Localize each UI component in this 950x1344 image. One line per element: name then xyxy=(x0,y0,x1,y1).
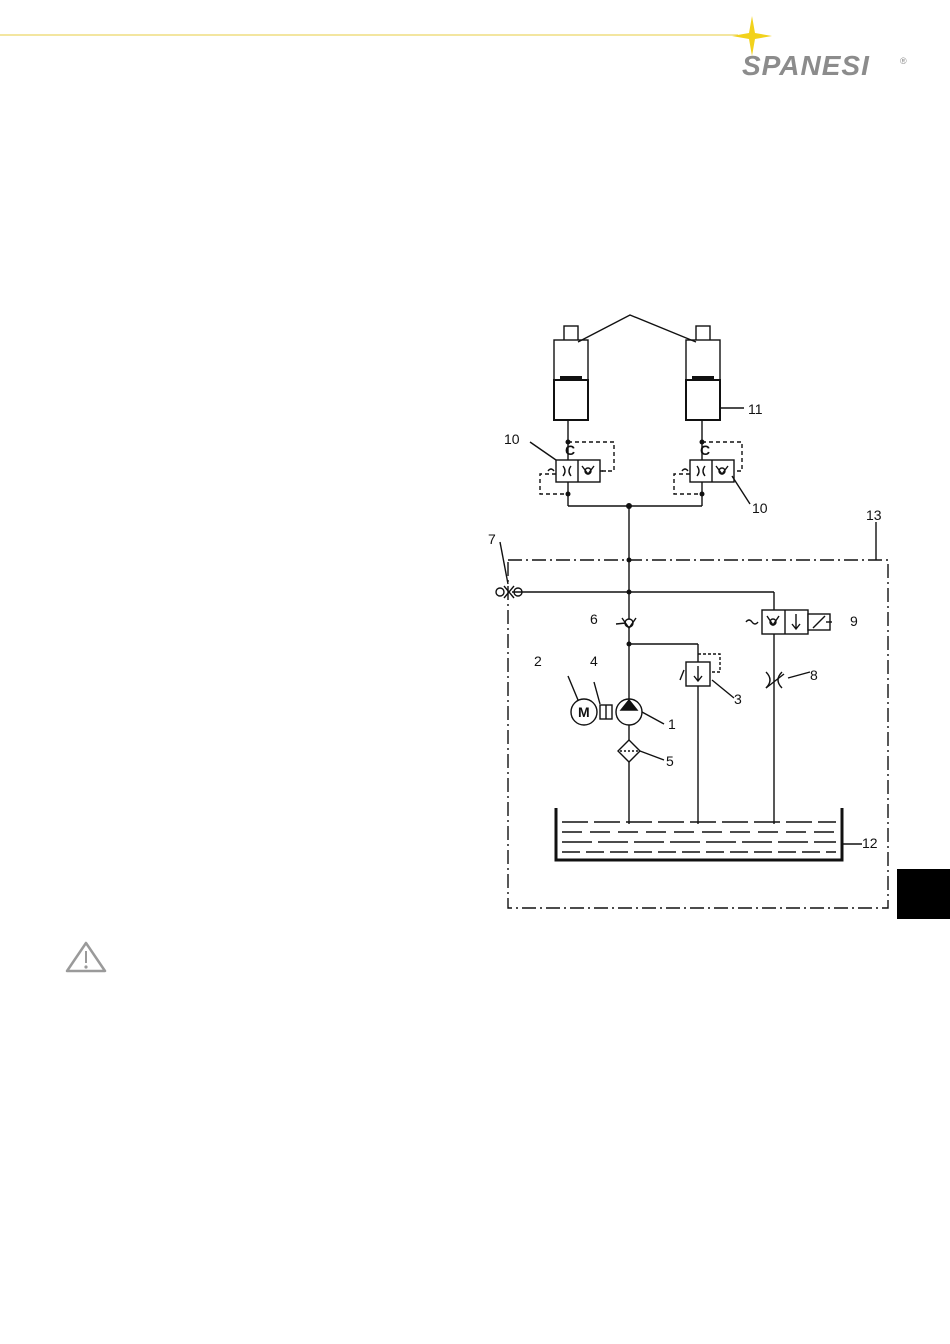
solenoid-valve xyxy=(746,610,830,634)
header-rule xyxy=(0,34,738,36)
component-label: 8 xyxy=(810,667,818,683)
component-label: 5 xyxy=(666,753,674,769)
warning-triangle-icon xyxy=(64,940,108,974)
hydraulic-diagram: M C C 1 2 3 4 5 6 7 8 9 10 10 11 12 13 xyxy=(470,300,900,925)
valve-left xyxy=(548,460,606,482)
component-label: 10 xyxy=(504,431,520,447)
section-tab xyxy=(897,869,950,919)
brand-name: SPANESI xyxy=(742,50,870,82)
component-label: 2 xyxy=(534,653,542,669)
throttle-valve xyxy=(766,672,784,688)
filter xyxy=(618,740,640,762)
registered-mark: ® xyxy=(900,56,907,66)
component-label: 10 xyxy=(752,500,768,516)
component-label: 13 xyxy=(866,507,882,523)
brand-logo: SPANESI ® xyxy=(730,14,920,74)
component-label: 9 xyxy=(850,613,858,629)
port-label: C xyxy=(565,442,575,458)
tank xyxy=(556,808,842,860)
component-label: 1 xyxy=(668,716,676,732)
component-label: 6 xyxy=(590,611,598,627)
component-label: 3 xyxy=(734,691,742,707)
component-label: 12 xyxy=(862,835,878,851)
component-label: 4 xyxy=(590,653,598,669)
component-label: 11 xyxy=(748,401,763,417)
valve-right xyxy=(682,460,734,482)
motor-letter: M xyxy=(578,704,590,720)
pump xyxy=(616,699,642,725)
component-label: 7 xyxy=(488,531,496,547)
port-label: C xyxy=(700,442,710,458)
